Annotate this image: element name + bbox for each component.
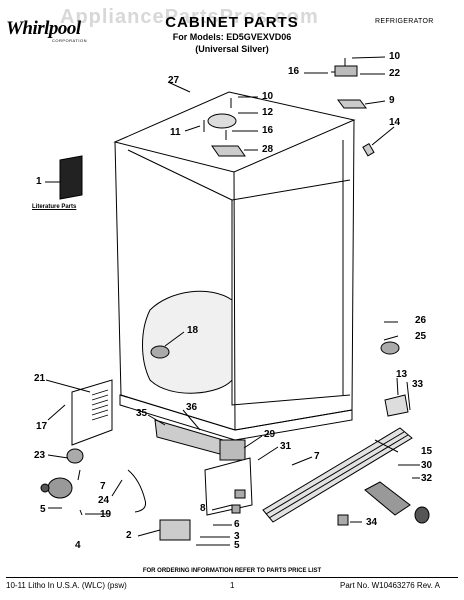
ordering-note: FOR ORDERING INFORMATION REFER TO PARTS … [142, 568, 322, 574]
literature-booklet [59, 155, 83, 200]
callout-33: 33 [412, 379, 424, 390]
callout-21: 21 [34, 373, 46, 384]
callout-23: 23 [34, 450, 46, 461]
callout-10b: 10 [389, 51, 401, 62]
callout-3: 3 [234, 531, 240, 542]
callout-25: 25 [415, 331, 427, 342]
callout-12: 12 [262, 107, 274, 118]
literature-parts-label: Literature Parts [32, 204, 77, 210]
callout-14: 14 [389, 117, 401, 128]
callout-11: 11 [170, 127, 181, 138]
page-title: CABINET PARTS [165, 14, 299, 31]
category-label: REFRIGERATOR [375, 18, 434, 25]
footer-part-number: Part No. W10463276 Rev. A [340, 581, 440, 590]
callout-34: 34 [366, 517, 378, 528]
callout-17: 17 [36, 421, 48, 432]
hinge-9 [337, 99, 367, 109]
callout-31: 31 [280, 441, 292, 452]
callout-5b: 5 [234, 540, 240, 551]
callout-7: 7 [314, 451, 320, 462]
callout-28: 28 [262, 144, 274, 155]
callout-15: 15 [421, 446, 433, 457]
callout-19: 19 [100, 509, 112, 520]
footer-litho: 10-11 Litho In U.S.A. (WLC) (psw) [6, 581, 127, 590]
callout-10: 10 [262, 91, 274, 102]
watermark: AppliancePartsPros.com [60, 6, 319, 28]
top-hinge-cover [207, 113, 237, 129]
callout-24: 24 [98, 495, 110, 506]
whirlpool-logo: Whirlpool [6, 18, 81, 39]
hinge-bracket-2 [159, 519, 191, 541]
callout-13: 13 [396, 369, 408, 380]
callout-16b: 16 [288, 66, 300, 77]
callout-29: 29 [264, 429, 276, 440]
callout-22: 22 [389, 68, 401, 79]
pin-14 [362, 142, 375, 157]
callout-36: 36 [186, 402, 198, 413]
callout-16: 16 [262, 125, 274, 136]
models-block: For Models: ED5GVEXVD06 (Universal Silve… [0, 31, 464, 55]
callout-32: 32 [421, 473, 433, 484]
callout-6: 6 [234, 519, 240, 530]
callout-26: 26 [415, 315, 427, 326]
callout-18: 18 [187, 325, 199, 336]
cabinet-back-edge [351, 119, 355, 411]
logo-subtext: CORPORATION [52, 38, 87, 43]
callout-9: 9 [389, 95, 395, 106]
callout-8: 8 [200, 503, 206, 514]
callout-7b: 7 [100, 481, 106, 492]
motor-19 [47, 477, 73, 499]
drain-18 [150, 345, 170, 359]
footer-page: 1 [230, 581, 235, 590]
callout-30: 30 [421, 460, 433, 471]
callout-35: 35 [136, 408, 148, 419]
callout-27: 27 [168, 75, 180, 86]
callout-2: 2 [126, 530, 132, 541]
hinge-cover-22 [334, 65, 358, 77]
model-number: For Models: ED5GVEXVD06 [172, 32, 292, 42]
callout-4: 4 [75, 540, 81, 551]
cabinet-left-front-edge [114, 141, 122, 396]
cabinet-front-edge [233, 171, 236, 431]
callout-1: 1 [36, 176, 42, 187]
model-variant: (Universal Silver) [195, 44, 269, 54]
callout-5: 5 [40, 504, 46, 515]
footer-divider [6, 577, 458, 578]
cabinet-top [113, 91, 356, 173]
hinge-28 [211, 145, 246, 157]
